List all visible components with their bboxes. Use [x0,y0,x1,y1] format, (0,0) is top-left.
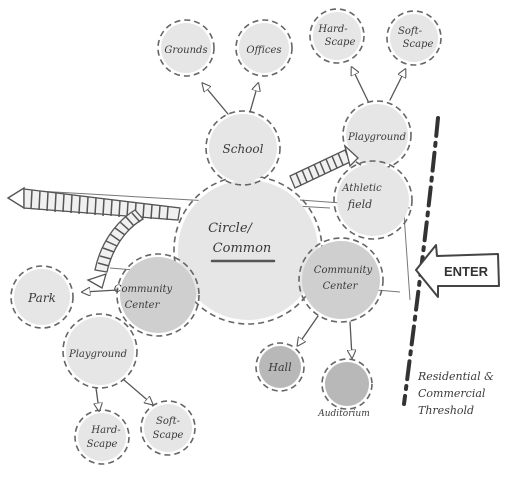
hatched-path-southwest [86,209,145,289]
arrow-school-grounds [203,84,229,115]
playground-bottom-label: Playground [68,349,127,360]
community-center-left-label-2: Center [125,300,161,311]
hardscape-top-label-1: Hard- [317,24,348,35]
grounds-node[interactable]: Grounds [157,19,215,77]
offices-node[interactable]: Offices [235,19,293,77]
threshold-line [402,116,440,406]
enter-arrow[interactable]: ENTER [415,244,500,298]
community-center-right-node[interactable]: Community Center [298,237,384,323]
auditorium-label: Auditorium [317,409,369,419]
hall-node[interactable]: Hall [255,342,305,392]
community-center-right-label-2: Center [323,281,359,292]
hatched-path-northeast [289,144,359,189]
circle-common-label-2: Common [213,241,272,256]
softscape-bottom-label-1: Soft- [156,416,181,427]
hatched-path-west [6,186,181,221]
arrow-playground-softscape [389,70,405,101]
arrow-center-auditorium [350,321,352,357]
playground-top-label: Playground [347,132,406,143]
community-center-right-label-1: Community [314,265,373,276]
park-label: Park [27,291,56,305]
softscape-bottom-label-2: Scape [153,430,184,441]
community-center-left-label-1: Community [114,284,173,295]
community-center-left-node[interactable]: Community Center [114,253,200,337]
grounds-label: Grounds [164,45,207,56]
athletic-field-node[interactable]: Athletic field [333,160,413,240]
arrow-playground-softscape-bottom [123,379,152,404]
softscape-top-node[interactable]: Soft- Scape [386,10,442,66]
hardscape-top-node[interactable]: Hard- Scape [309,8,365,64]
softscape-top-label-2: Scape [403,39,434,50]
threshold-annotation: Residential & Commercial Threshold [417,370,494,417]
arrow-playground-hardscape [352,68,369,102]
softscape-top-label-1: Soft- [398,26,423,37]
hardscape-bottom-node[interactable]: Hard- Scape [74,409,130,465]
threshold-label-2: Commercial [418,387,486,400]
offices-label: Offices [246,45,281,56]
school-label: School [223,142,264,156]
softscape-bottom-node[interactable]: Soft- Scape [140,400,196,456]
athletic-field-label-1: Athletic [341,183,382,194]
threshold-label-3: Threshold [418,404,474,417]
circle-common-label-1: Circle/ [208,221,253,236]
enter-label: ENTER [444,264,489,279]
playground-bottom-node[interactable]: Playground [62,313,138,389]
park-node[interactable]: Park [10,265,74,329]
hardscape-top-label-2: Scape [325,37,356,48]
hardscape-bottom-label-2: Scape [87,439,118,450]
circle-common-node[interactable]: Circle/ Common [173,175,323,325]
school-node[interactable]: School [205,110,281,186]
arrow-center-park [83,290,119,292]
arrow-center-hall [298,315,319,345]
threshold-label-1: Residential & [417,370,494,383]
hardscape-bottom-label-1: Hard- [90,425,121,436]
auditorium-node[interactable]: Auditorium [317,358,373,419]
hall-label: Hall [267,361,292,374]
arrow-playground-hardscape-bottom [96,387,99,410]
athletic-field-label-2: field [347,198,372,211]
arrow-school-offices [249,84,258,113]
